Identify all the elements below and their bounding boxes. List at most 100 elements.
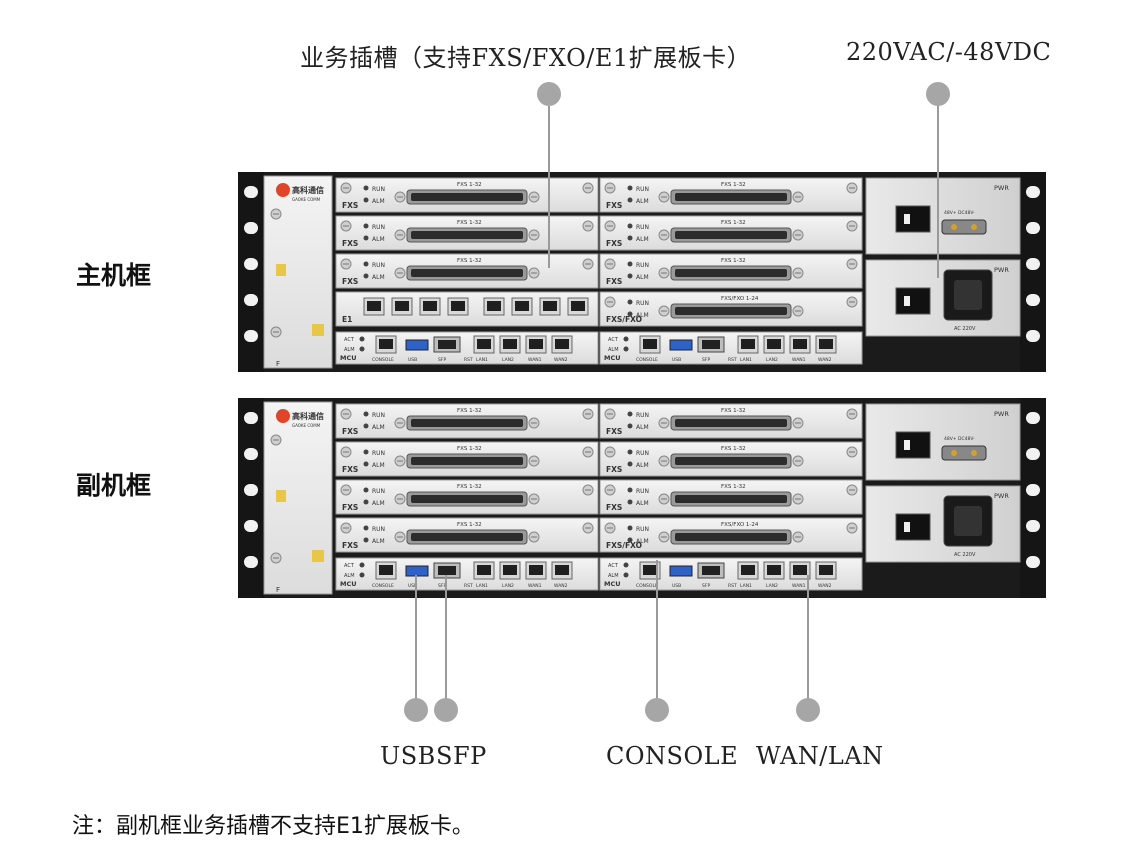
- rj45-jack: [379, 339, 393, 349]
- rj45-jack: [395, 301, 409, 311]
- console-dot: [645, 698, 669, 722]
- alm-led: [359, 346, 365, 352]
- rack-hole: [244, 556, 258, 568]
- dc-pin: [971, 450, 977, 456]
- power-switch: [895, 205, 931, 233]
- act-led: [359, 336, 365, 342]
- brand-logo-icon: [276, 409, 290, 423]
- run-label: RUN: [636, 186, 649, 193]
- alm-label: ALM: [636, 236, 649, 243]
- sfp-cage: [702, 566, 720, 575]
- brand-name: 高科通信: [292, 185, 324, 195]
- run-led: [363, 525, 369, 531]
- rj45-jack: [503, 565, 517, 575]
- slots-dot: [537, 82, 561, 106]
- run-led: [363, 411, 369, 417]
- rj45-jack: [643, 339, 657, 349]
- ac-socket: [954, 506, 982, 536]
- run-led: [627, 487, 633, 493]
- rack-hole: [1026, 294, 1040, 306]
- card-type-label: FXS: [606, 239, 622, 248]
- run-label: RUN: [372, 262, 385, 269]
- psu-label: PWR: [994, 266, 1009, 274]
- db-connector-pins: [675, 533, 787, 541]
- card-range-label: FXS 1-32: [721, 182, 746, 188]
- psu-module: [865, 259, 1021, 337]
- rj45-jack: [423, 301, 437, 311]
- run-label: RUN: [636, 224, 649, 231]
- run-led: [627, 411, 633, 417]
- alm-led: [627, 273, 633, 279]
- run-led: [627, 449, 633, 455]
- rack-hole: [1026, 412, 1040, 424]
- rj45-jack: [529, 339, 543, 349]
- lan-port-label: WAN1: [528, 357, 542, 363]
- run-led: [363, 223, 369, 229]
- rack-hole: [1026, 448, 1040, 460]
- act-led: [359, 562, 365, 568]
- lan-port-label: LAN2: [766, 583, 778, 589]
- lan-port-label: WAN1: [792, 357, 806, 363]
- card-type-label: FXS: [342, 541, 358, 550]
- act-led: [623, 562, 629, 568]
- run-led: [627, 185, 633, 191]
- card-range-label: FXS 1-32: [457, 258, 482, 264]
- card-range-label: FXS 1-32: [721, 220, 746, 226]
- rj45-jack: [529, 565, 543, 575]
- f-label: F: [276, 360, 280, 368]
- warning-label: [276, 264, 286, 276]
- sfp-cage: [438, 566, 456, 575]
- mcu-label: MCU: [340, 580, 357, 588]
- db-connector-pins: [675, 307, 787, 315]
- run-led: [627, 299, 633, 305]
- db-connector-pins: [675, 231, 787, 239]
- main-chassis-label: 主机框: [76, 261, 152, 290]
- rst-label: RST: [464, 583, 473, 589]
- rj45-jack: [367, 301, 381, 311]
- run-label: RUN: [372, 224, 385, 231]
- db-connector-pins: [675, 269, 787, 277]
- card-type-label: FXS: [606, 465, 622, 474]
- rj45-jack: [819, 565, 833, 575]
- card-type-label: FXS: [606, 427, 622, 436]
- rack-hole: [1026, 222, 1040, 234]
- run-label: RUN: [372, 526, 385, 533]
- rack-hole: [244, 412, 258, 424]
- left-panel: [263, 175, 333, 369]
- act-label: ACT: [344, 563, 355, 569]
- rack-hole: [1026, 186, 1040, 198]
- run-led: [363, 487, 369, 493]
- card-range-label: FXS 1-32: [457, 220, 482, 226]
- dc-pin: [971, 224, 977, 230]
- psu-module: [865, 177, 1021, 255]
- alm-led: [623, 572, 629, 578]
- run-label: RUN: [636, 450, 649, 457]
- alm-label: ALM: [372, 236, 385, 243]
- rj45-jack: [741, 339, 755, 349]
- rack-hole: [1026, 330, 1040, 342]
- rj45-jack: [477, 339, 491, 349]
- alm-led: [627, 537, 633, 543]
- rj45-jack: [555, 565, 569, 575]
- usb-port: [405, 565, 429, 577]
- usb-port-label: USB: [408, 357, 417, 363]
- run-led: [363, 185, 369, 191]
- db-connector-pins: [411, 419, 523, 427]
- power-switch-rocker: [904, 522, 910, 532]
- run-label: RUN: [372, 488, 385, 495]
- power-switch-rocker: [904, 296, 910, 306]
- lan-port-label: LAN1: [476, 357, 488, 363]
- rj45-jack: [451, 301, 465, 311]
- usb-port: [669, 339, 693, 351]
- alm-label: ALM: [636, 462, 649, 469]
- card-type-label: FXS: [606, 201, 622, 210]
- console-port-label: CONSOLE: [372, 357, 394, 363]
- act-label: ACT: [608, 337, 619, 343]
- card-type-label: FXS: [342, 277, 358, 286]
- run-led: [627, 261, 633, 267]
- rj45-jack: [819, 339, 833, 349]
- power-dot: [926, 82, 950, 106]
- rj45-jack: [571, 301, 585, 311]
- alm-label: ALM: [608, 347, 619, 353]
